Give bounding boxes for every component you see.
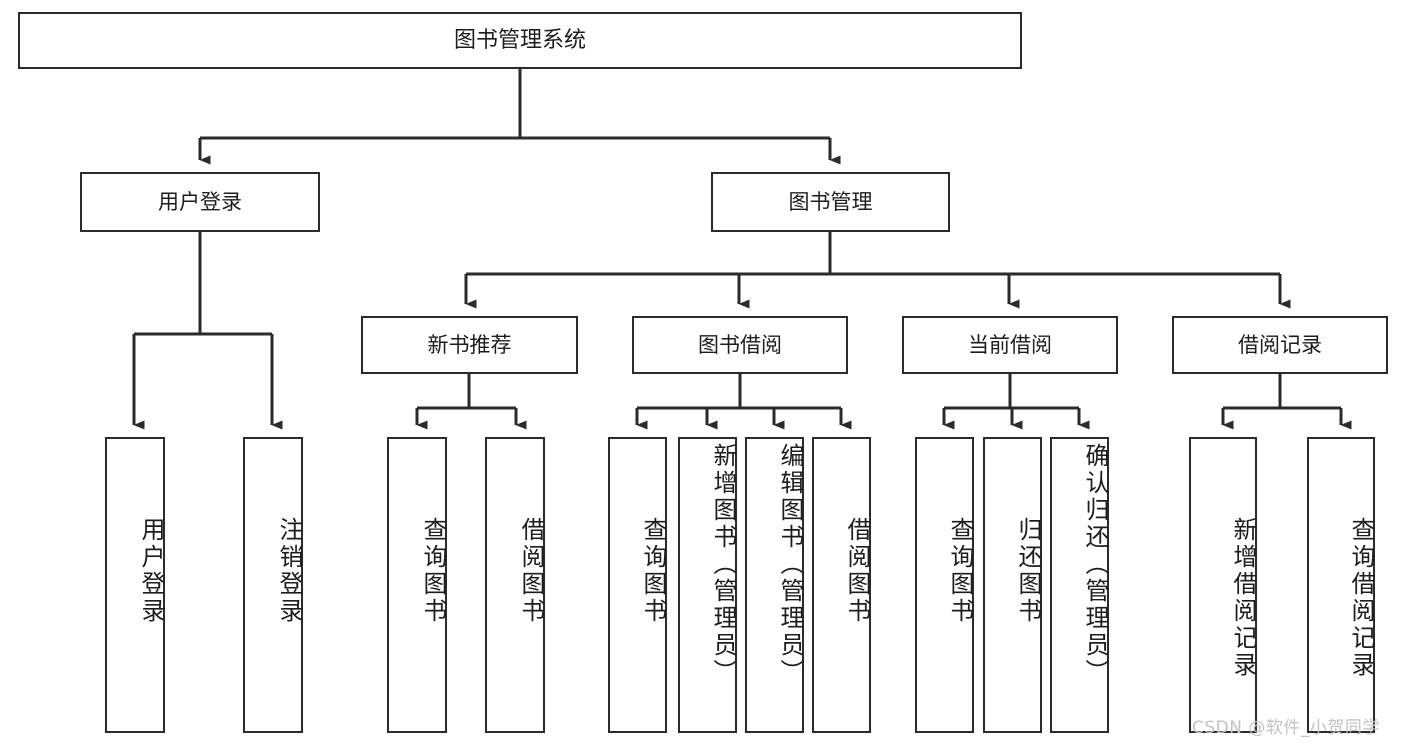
node-root[interactable]: 图书管理系统 (18, 12, 1022, 69)
leaf-label: 查询图书 (639, 517, 667, 625)
leaf-label: 查询借阅记录 (1347, 517, 1375, 679)
leaf-label: 确认归还（管理员） (1081, 443, 1109, 686)
node-book-management[interactable]: 图书管理 (711, 172, 950, 232)
leaf-label: 用户登录 (137, 517, 165, 625)
leaf-return-book[interactable]: 归还图书 (983, 437, 1042, 733)
leaf-label: 借阅图书 (517, 517, 545, 625)
leaf-query-book-1[interactable]: 查询图书 (387, 437, 447, 733)
node-current-borrow[interactable]: 当前借阅 (902, 316, 1118, 374)
node-root-label: 图书管理系统 (453, 27, 586, 53)
node-current-borrow-label: 当前借阅 (968, 332, 1052, 357)
node-user-login-label: 用户登录 (158, 189, 242, 214)
leaf-logout-login[interactable]: 注销登录 (243, 437, 303, 733)
node-book-management-label: 图书管理 (788, 189, 873, 214)
leaf-query-book-3[interactable]: 查询图书 (915, 437, 974, 733)
node-borrow-record[interactable]: 借阅记录 (1172, 316, 1388, 374)
leaf-label: 归还图书 (1014, 517, 1042, 625)
leaf-query-borrow-record[interactable]: 查询借阅记录 (1307, 437, 1375, 733)
leaf-add-book-admin[interactable]: 新增图书（管理员） (678, 437, 737, 733)
node-borrow-record-label: 借阅记录 (1238, 332, 1322, 357)
csdn-watermark: CSDN @软件_小贺同学 (1192, 718, 1380, 738)
leaf-label: 借阅图书 (843, 517, 871, 625)
leaf-label: 编辑图书（管理员） (776, 443, 804, 686)
node-new-book-recommend[interactable]: 新书推荐 (361, 316, 578, 374)
leaf-label: 查询图书 (419, 517, 447, 625)
leaf-add-borrow-record[interactable]: 新增借阅记录 (1189, 437, 1257, 733)
node-book-borrow-label: 图书借阅 (698, 332, 782, 357)
leaf-borrow-book-1[interactable]: 借阅图书 (485, 437, 545, 733)
leaf-borrow-book-2[interactable]: 借阅图书 (812, 437, 871, 733)
node-book-borrow[interactable]: 图书借阅 (632, 316, 848, 374)
node-user-login[interactable]: 用户登录 (80, 172, 320, 232)
leaf-label: 新增图书（管理员） (709, 443, 737, 686)
leaf-label: 查询图书 (946, 517, 974, 625)
leaf-query-book-2[interactable]: 查询图书 (608, 437, 667, 733)
leaf-user-login[interactable]: 用户登录 (105, 437, 165, 733)
leaf-label: 新增借阅记录 (1229, 517, 1257, 679)
leaf-confirm-return-admin[interactable]: 确认归还（管理员） (1050, 437, 1109, 733)
leaf-edit-book-admin[interactable]: 编辑图书（管理员） (745, 437, 804, 733)
leaf-label: 注销登录 (275, 517, 303, 625)
node-new-book-recommend-label: 新书推荐 (427, 332, 512, 357)
